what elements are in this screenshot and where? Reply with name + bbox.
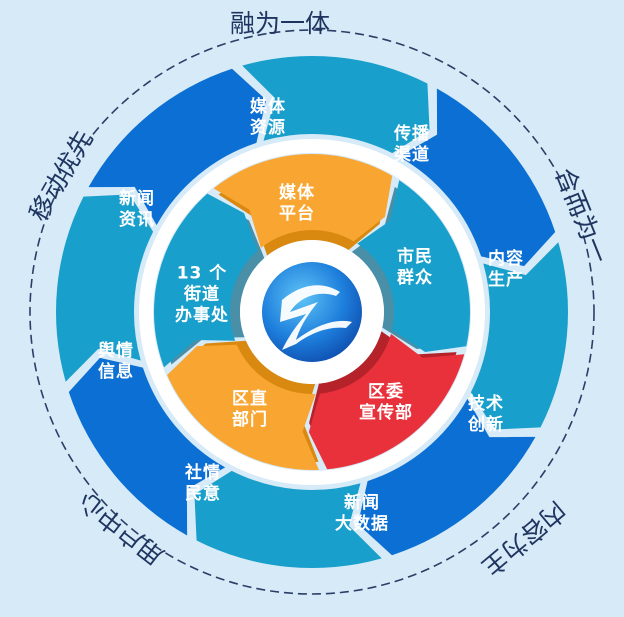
inner-segment-label: 媒体 平台 (279, 183, 315, 224)
outer-segment (194, 470, 382, 568)
outer-segment-label: 舆情 信息 (98, 341, 134, 382)
inner-segment (154, 193, 258, 368)
outer-segment-label: 媒体 资源 (250, 97, 286, 138)
outer-ring (55, 56, 568, 568)
inner-segment (167, 344, 319, 470)
outer-segment-label: 内容 生产 (488, 249, 524, 290)
outer-segment-label: 传播 渠道 (394, 124, 430, 165)
inner-segment (213, 154, 393, 248)
outer-segment (55, 194, 154, 382)
outer-segment-label: 社情 民意 (185, 463, 221, 504)
inner-segment-label: 区委 宣传部 (359, 382, 413, 423)
inner-segment-label: 市民 群众 (397, 247, 433, 288)
logo-icon (262, 262, 362, 362)
outer-segment (470, 242, 568, 430)
outer-segment (357, 398, 536, 556)
ring-slogan: 融为一体 (229, 9, 331, 38)
outer-segment (398, 88, 556, 267)
outer-segment-label: 新闻 资讯 (119, 189, 155, 230)
inner-ring (154, 154, 471, 470)
inner-segment-label: 区直 部门 (232, 389, 268, 430)
inner-segment-label: 13 个 街道 办事处 (175, 263, 229, 326)
outer-segment-label: 技术 创新 (468, 394, 504, 435)
outer-segment (68, 357, 226, 536)
inner-segment (308, 333, 465, 470)
dashed-outer-circle (29, 29, 595, 595)
outer-segment (242, 56, 430, 154)
outer-segment (88, 68, 267, 226)
white-separator-ring (139, 139, 485, 485)
inner-segment (357, 180, 471, 353)
outer-segment-label: 新闻 大数据 (335, 493, 389, 534)
